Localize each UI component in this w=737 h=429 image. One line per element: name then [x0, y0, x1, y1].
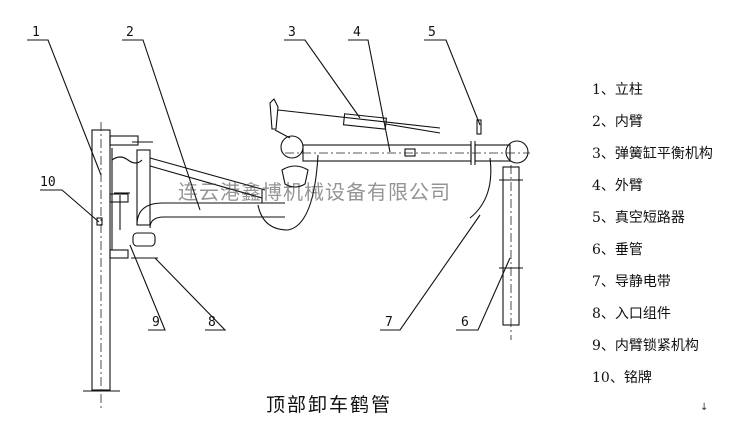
callout-4: 4	[353, 25, 361, 40]
corner-mark: ↓	[700, 402, 709, 413]
nameplate	[96, 217, 103, 226]
legend-item: 10、铭牌	[592, 370, 652, 386]
callout-8: 8	[208, 315, 216, 330]
callout-5: 5	[428, 25, 436, 40]
legend-item: 6、垂管	[592, 242, 643, 258]
legend-item: 2、内臂	[592, 114, 643, 130]
callout-10: 10	[40, 175, 56, 190]
outer-arm	[269, 98, 530, 188]
legend: 1、立柱 2、内臂 3、弹簧缸平衡机构 4、外臂 5、真空短路器 6、垂管 7、…	[592, 80, 713, 400]
swivel-joint	[281, 165, 309, 188]
callout-3: 3	[288, 25, 296, 40]
leader-lines	[27, 39, 511, 331]
inlet-swivel	[132, 232, 156, 247]
drop-tube	[499, 165, 523, 340]
callout-1: 1	[32, 25, 40, 40]
legend-item: 5、真空短路器	[592, 210, 685, 226]
legend-item: 7、导静电带	[592, 274, 671, 290]
inner-arm	[114, 141, 285, 259]
callout-9: 9	[152, 315, 160, 330]
callout-2: 2	[126, 25, 134, 40]
diagram-title: 顶部卸车鹤管	[266, 394, 393, 416]
elbow	[505, 140, 529, 164]
legend-item: 8、入口组件	[592, 306, 671, 322]
legend-item: 3、弹簧缸平衡机构	[592, 146, 713, 162]
watermark: 连云港鑫博机械设备有限公司	[178, 180, 451, 204]
legend-item: 1、立柱	[592, 82, 643, 98]
vacuum-breaker	[476, 119, 482, 135]
legend-item: 9、内臂锁紧机构	[592, 338, 699, 354]
callout-numbers: 1 2 3 4 5 6 7 8 9 10	[32, 25, 469, 330]
ground-strap	[257, 154, 319, 231]
callout-6: 6	[461, 315, 469, 330]
legend-item: 4、外臂	[592, 178, 643, 194]
column	[83, 122, 143, 408]
callout-7: 7	[385, 315, 393, 330]
